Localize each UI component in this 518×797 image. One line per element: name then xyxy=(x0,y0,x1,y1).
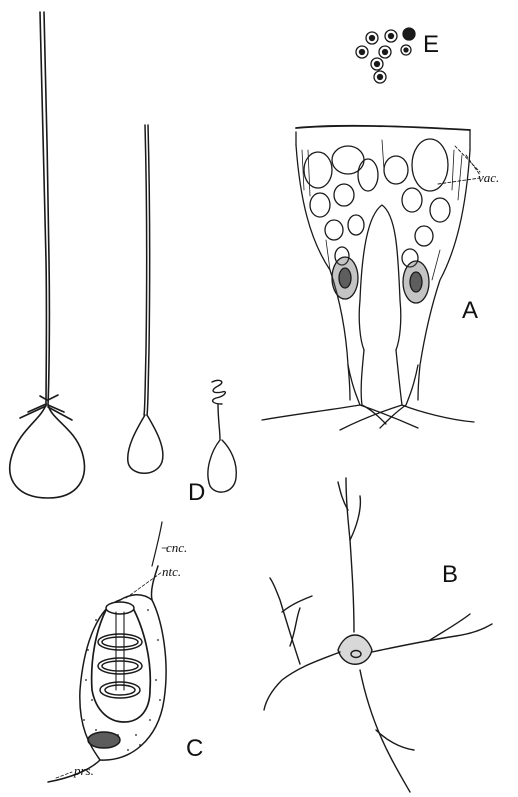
nematocyst-medium xyxy=(128,125,163,473)
annotation-vac: vac. xyxy=(478,170,499,185)
annotation-ntc: ntc. xyxy=(162,564,181,579)
panel-c-drawing xyxy=(48,522,168,782)
nematocyst-large xyxy=(10,12,85,498)
panel-b-drawing xyxy=(264,478,492,792)
annotation-cnc: cnc. xyxy=(166,540,187,555)
panel-label-a: A xyxy=(462,297,478,324)
panel-label-b: B xyxy=(442,561,458,588)
panel-d-drawing xyxy=(10,12,237,498)
panel-e-drawing xyxy=(356,28,415,83)
nematocyst-small xyxy=(208,380,236,492)
panel-label-d: D xyxy=(188,479,205,506)
panel-a-drawing xyxy=(262,126,480,430)
panel-label-e: E xyxy=(423,31,439,58)
panel-label-c: C xyxy=(186,735,203,762)
annotation-prs: prs. xyxy=(73,763,94,778)
